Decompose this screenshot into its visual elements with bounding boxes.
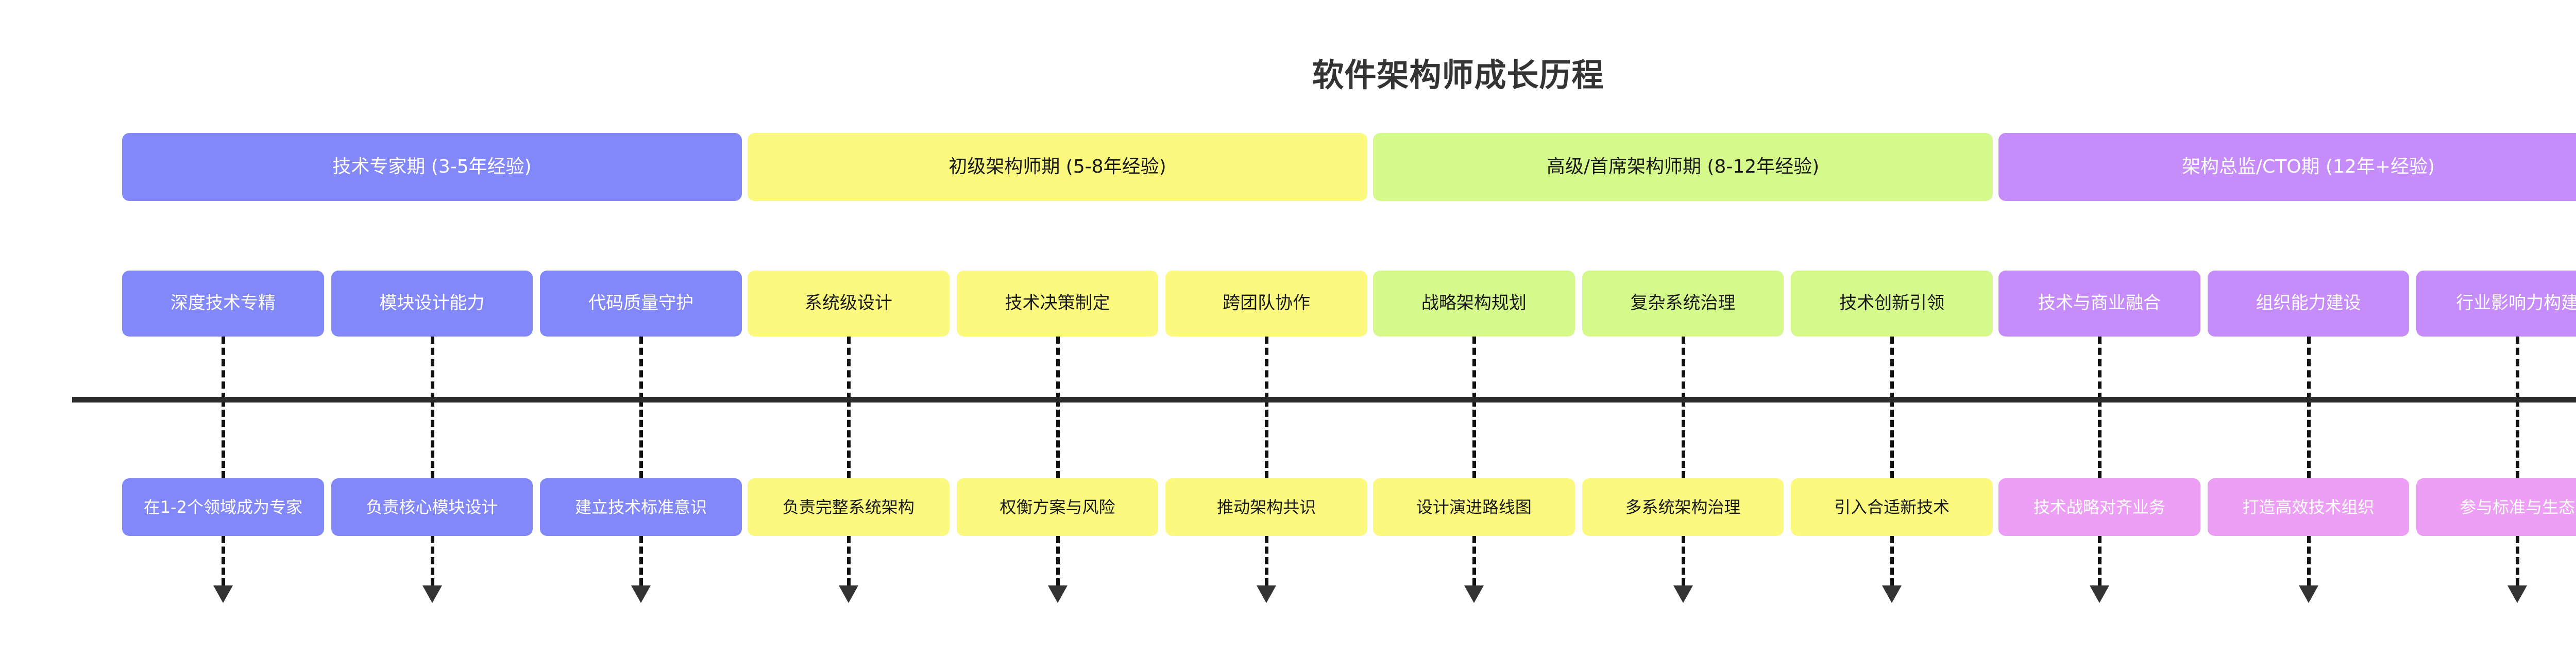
connector-axis-1-2 xyxy=(430,399,434,478)
skill-box-3-3[interactable]: 技术创新引领 xyxy=(1791,271,1993,337)
connector-skill-1-1 xyxy=(221,337,225,400)
connector-tail-1-1 xyxy=(221,536,225,585)
skill-box-2-3[interactable]: 跨团队协作 xyxy=(1165,271,1367,337)
phase-band-2[interactable]: 初级架构师期 (5-8年经验) xyxy=(748,133,1367,201)
connector-skill-4-3 xyxy=(2516,337,2520,400)
milestone-box-3-2[interactable]: 多系统架构治理 xyxy=(1582,478,1784,536)
connector-skill-2-1 xyxy=(846,337,851,400)
arrow-down-icon-1-1 xyxy=(213,585,233,603)
connector-tail-3-2 xyxy=(1681,536,1685,585)
connector-tail-3-3 xyxy=(1890,536,1894,585)
connector-axis-4-1 xyxy=(2097,399,2102,478)
arrow-down-icon-2-2 xyxy=(1047,585,1067,603)
connector-axis-3-3 xyxy=(1890,399,1894,478)
timeline-axis-line xyxy=(72,397,2576,402)
milestone-box-3-1[interactable]: 设计演进路线图 xyxy=(1373,478,1575,536)
milestone-box-2-1[interactable]: 负责完整系统架构 xyxy=(748,478,950,536)
connector-axis-3-1 xyxy=(1472,399,1476,478)
connector-axis-4-3 xyxy=(2516,399,2520,478)
connector-skill-3-1 xyxy=(1472,337,1476,400)
connector-tail-2-3 xyxy=(1265,536,1269,585)
arrow-down-icon-2-3 xyxy=(1257,585,1277,603)
phase-band-3[interactable]: 高级/首席架构师期 (8-12年经验) xyxy=(1373,133,1993,201)
milestone-box-2-3[interactable]: 推动架构共识 xyxy=(1165,478,1367,536)
connector-tail-1-2 xyxy=(430,536,434,585)
arrow-down-icon-3-2 xyxy=(1673,585,1693,603)
milestone-box-2-2[interactable]: 权衡方案与风险 xyxy=(956,478,1159,536)
skill-box-4-1[interactable]: 技术与商业融合 xyxy=(1998,271,2200,337)
connector-skill-1-3 xyxy=(639,337,643,400)
connector-tail-2-2 xyxy=(1056,536,1060,585)
milestone-box-3-3[interactable]: 引入合适新技术 xyxy=(1791,478,1993,536)
connector-tail-3-1 xyxy=(1472,536,1476,585)
milestone-box-4-2[interactable]: 打造高效技术组织 xyxy=(2207,478,2410,536)
connector-axis-1-1 xyxy=(221,399,225,478)
arrow-down-icon-3-3 xyxy=(1882,585,1902,603)
page-title: 软件架构师成长历程 xyxy=(1312,56,1604,94)
milestone-box-4-3[interactable]: 参与标准与生态 xyxy=(2416,478,2576,536)
arrow-down-icon-1-2 xyxy=(422,585,442,603)
connector-tail-2-1 xyxy=(846,536,851,585)
phase-band-1[interactable]: 技术专家期 (3-5年经验) xyxy=(122,133,742,201)
connector-skill-4-1 xyxy=(2097,337,2102,400)
connector-axis-2-2 xyxy=(1056,399,1060,478)
connector-axis-3-2 xyxy=(1681,399,1685,478)
skill-box-1-1[interactable]: 深度技术专精 xyxy=(122,271,324,337)
connector-skill-4-2 xyxy=(2307,337,2311,400)
skill-box-3-2[interactable]: 复杂系统治理 xyxy=(1582,271,1784,337)
skill-box-4-3[interactable]: 行业影响力构建 xyxy=(2416,271,2576,337)
connector-skill-3-3 xyxy=(1890,337,1894,400)
connector-axis-1-3 xyxy=(639,399,643,478)
connector-tail-4-1 xyxy=(2097,536,2102,585)
arrow-down-icon-2-1 xyxy=(838,585,858,603)
arrow-down-icon-1-3 xyxy=(631,585,651,603)
connector-axis-2-1 xyxy=(846,399,851,478)
connector-tail-4-3 xyxy=(2516,536,2520,585)
arrow-down-icon-3-1 xyxy=(1464,585,1484,603)
connector-tail-1-3 xyxy=(639,536,643,585)
skill-box-1-2[interactable]: 模块设计能力 xyxy=(331,271,533,337)
connector-skill-1-2 xyxy=(430,337,434,400)
arrow-down-icon-4-2 xyxy=(2298,585,2318,603)
skill-box-1-3[interactable]: 代码质量守护 xyxy=(540,271,742,337)
connector-skill-2-3 xyxy=(1265,337,1269,400)
milestone-box-1-2[interactable]: 负责核心模块设计 xyxy=(331,478,533,536)
milestone-box-1-3[interactable]: 建立技术标准意识 xyxy=(540,478,742,536)
milestone-box-1-1[interactable]: 在1-2个领域成为专家 xyxy=(122,478,324,536)
skill-box-3-1[interactable]: 战略架构规划 xyxy=(1373,271,1575,337)
milestone-box-4-1[interactable]: 技术战略对齐业务 xyxy=(1998,478,2200,536)
connector-axis-4-2 xyxy=(2307,399,2311,478)
connector-tail-4-2 xyxy=(2307,536,2311,585)
skill-box-2-2[interactable]: 技术决策制定 xyxy=(956,271,1159,337)
skill-box-4-2[interactable]: 组织能力建设 xyxy=(2207,271,2410,337)
connector-skill-2-2 xyxy=(1056,337,1060,400)
connector-axis-2-3 xyxy=(1265,399,1269,478)
arrow-down-icon-4-3 xyxy=(2507,585,2528,603)
connector-skill-3-2 xyxy=(1681,337,1685,400)
phase-band-4[interactable]: 架构总监/CTO期 (12年+经验) xyxy=(1998,133,2576,201)
skill-box-2-1[interactable]: 系统级设计 xyxy=(748,271,950,337)
arrow-down-icon-4-1 xyxy=(2089,585,2109,603)
